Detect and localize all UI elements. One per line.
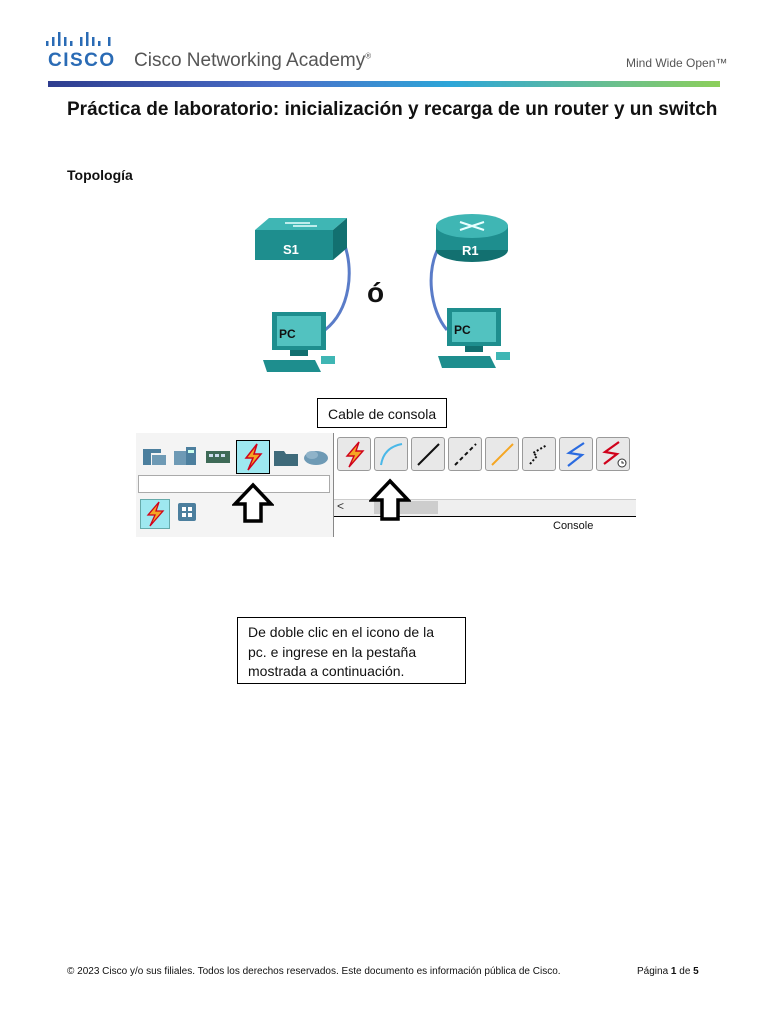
pc-left-icon bbox=[263, 312, 335, 372]
cisco-wordmark: CISCO bbox=[48, 50, 116, 71]
fiber-cable-icon bbox=[491, 443, 514, 466]
up-arrow-icon bbox=[232, 482, 274, 523]
up-arrow-icon bbox=[369, 478, 411, 521]
console-cable-callout: Cable de consola bbox=[317, 398, 447, 428]
crossover-cable-icon bbox=[454, 443, 477, 466]
switches-icon[interactable] bbox=[172, 445, 200, 469]
connections-category-selected[interactable] bbox=[236, 440, 270, 474]
straight-through-cable-button[interactable] bbox=[411, 437, 445, 471]
fiber-cable-button[interactable] bbox=[485, 437, 519, 471]
wan-emulation-icon[interactable] bbox=[302, 445, 330, 469]
crossover-cable-button[interactable] bbox=[448, 437, 482, 471]
grid-icon[interactable] bbox=[178, 503, 196, 521]
device-search-field[interactable] bbox=[138, 475, 330, 493]
straight-through-cable-icon bbox=[417, 443, 440, 466]
serial-dce-cable-icon bbox=[602, 441, 627, 468]
selected-cable-label: Console bbox=[553, 520, 594, 532]
phone-cable-icon bbox=[529, 444, 548, 465]
header-gradient-bar bbox=[48, 81, 720, 87]
pc-right-label: PC bbox=[454, 323, 471, 337]
page-number: Página 1 de 5 bbox=[637, 966, 699, 977]
console-cable-button[interactable] bbox=[374, 437, 408, 471]
section-heading: Topología bbox=[67, 167, 133, 183]
panel-divider bbox=[334, 516, 636, 517]
console-cable-right bbox=[429, 244, 449, 331]
coaxial-cable-icon bbox=[566, 442, 585, 467]
pc-instruction-callout: De doble clic en el icono de la pc. e in… bbox=[237, 617, 466, 684]
router-label: R1 bbox=[462, 243, 479, 258]
pc-left-label: PC bbox=[279, 327, 296, 341]
academy-title: Cisco Networking Academy® bbox=[134, 50, 372, 71]
coaxial-cable-button[interactable] bbox=[559, 437, 593, 471]
connections-icon bbox=[244, 443, 263, 471]
automatic-cable-button[interactable] bbox=[337, 437, 371, 471]
lightning-icon bbox=[146, 501, 165, 527]
page-title: Práctica de laboratorio: inicialización … bbox=[67, 99, 718, 120]
router-icon bbox=[436, 214, 508, 262]
horizontal-scrollbar[interactable]: < bbox=[334, 499, 636, 516]
phone-cable-button[interactable] bbox=[522, 437, 556, 471]
connections-subcategory[interactable] bbox=[140, 499, 170, 529]
footer-copyright: © 2023 Cisco y/o sus filiales. Todos los… bbox=[67, 966, 561, 977]
end-devices-icon[interactable] bbox=[272, 445, 300, 469]
automatic-cable-icon bbox=[345, 441, 365, 468]
cisco-logo-icon bbox=[46, 32, 111, 46]
switch-icon bbox=[255, 218, 347, 260]
serial-dce-cable-button[interactable] bbox=[596, 437, 630, 471]
scroll-left-arrow-icon[interactable]: < bbox=[337, 499, 345, 513]
hubs-icon[interactable] bbox=[204, 445, 232, 469]
device-type-panel bbox=[136, 433, 333, 537]
console-cable-left bbox=[324, 239, 351, 332]
console-cable-icon bbox=[380, 443, 403, 466]
topology-diagram: S1 R1 ó PC PC bbox=[255, 214, 510, 372]
pc-right-icon bbox=[438, 308, 510, 368]
tagline: Mind Wide Open™ bbox=[626, 56, 728, 70]
or-label: ó bbox=[367, 277, 384, 308]
switch-label: S1 bbox=[283, 242, 299, 257]
routers-icon[interactable] bbox=[140, 445, 168, 469]
